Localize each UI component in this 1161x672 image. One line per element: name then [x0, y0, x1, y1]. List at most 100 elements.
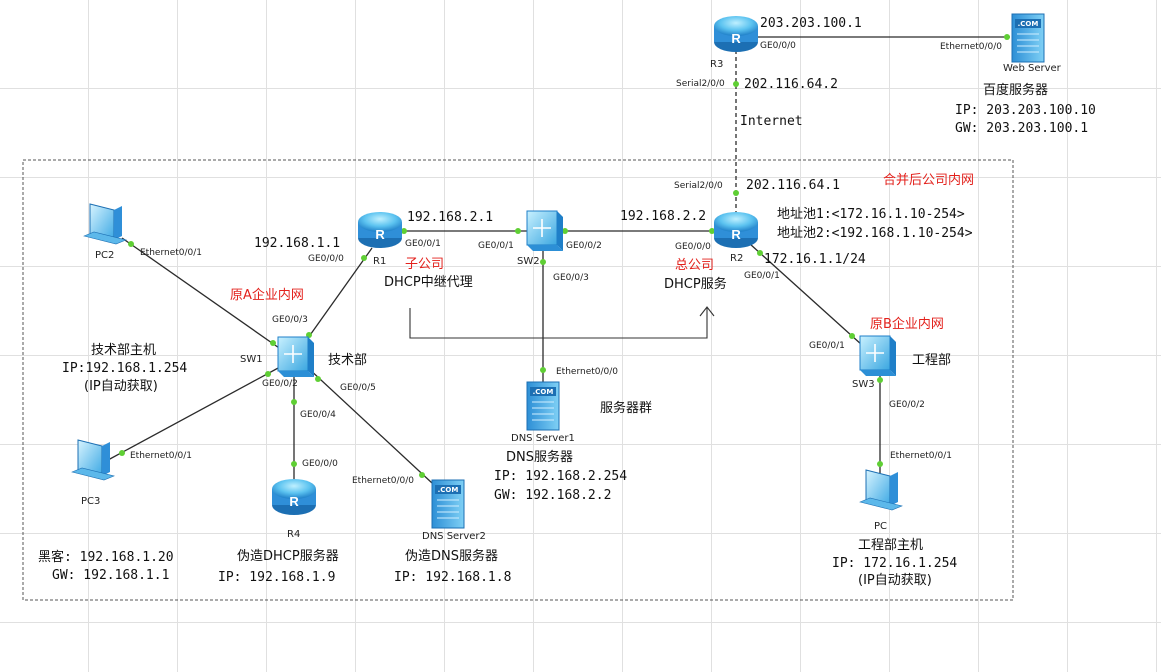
- switch-sw2-icon[interactable]: [526, 210, 563, 251]
- r2-serial-ip: 202.116.64.1: [746, 178, 840, 193]
- sw2-name: SW2: [517, 256, 540, 267]
- sw2-ge01-port: GE0/0/1: [478, 241, 514, 251]
- r3-ge-port: GE0/0/0: [760, 41, 796, 51]
- r1-ge00-port: GE0/0/0: [308, 254, 344, 264]
- r4-name: R4: [287, 529, 301, 540]
- server-badge-web: .COM: [1018, 20, 1039, 28]
- tech-host-auto: (IP自动获取): [84, 379, 158, 394]
- baidu-server-ip: IP: 203.203.100.10: [955, 103, 1096, 118]
- dns-server2-name: DNS Server2: [422, 531, 486, 542]
- r2-ge00-port: GE0/0/0: [675, 242, 711, 252]
- r3-serial-port: Serial2/0/0: [676, 79, 725, 89]
- link-r2-sw3: [749, 243, 863, 346]
- router-r2-icon[interactable]: R: [714, 212, 758, 248]
- dhcp-pool2: 地址池2:<192.168.1.10-254>: [777, 226, 973, 241]
- net-b-label: 原B企业内网: [870, 317, 944, 332]
- switch-sw1-icon[interactable]: [277, 336, 314, 377]
- web-eth-port: Ethernet0/0/0: [940, 42, 1003, 52]
- svg-text:R: R: [731, 227, 741, 242]
- switch-sw3-icon[interactable]: [859, 335, 896, 376]
- pc3-eth-port: Ethernet0/0/1: [130, 451, 193, 461]
- merged-intranet-boundary: [22, 159, 1014, 601]
- links: [107, 36, 1010, 484]
- r1-right-ip: 192.168.2.1: [407, 210, 494, 225]
- pc-icon[interactable]: [859, 469, 903, 511]
- r1-ge01-port: GE0/0/1: [405, 239, 441, 249]
- dns1-eth-port: Ethernet0/0/0: [556, 367, 619, 377]
- pc2-eth-port: Ethernet0/0/1: [140, 248, 203, 258]
- baidu-server-gw: GW: 203.203.100.1: [955, 121, 1089, 136]
- fake-dhcp-title: 伪造DHCP服务器: [237, 549, 339, 564]
- web-server-icon[interactable]: .COM: [1011, 13, 1045, 63]
- r3-ip: 203.203.100.1: [760, 16, 862, 31]
- dns-server-ip: IP: 192.168.2.254: [494, 469, 628, 484]
- server-badge-dns1: .COM: [533, 388, 554, 396]
- sw3-ge01-port: GE0/0/1: [809, 341, 845, 351]
- sw2-ge03-port: GE0/0/3: [553, 273, 589, 283]
- baidu-server-title: 百度服务器: [983, 83, 1049, 98]
- pc2-name: PC2: [95, 250, 115, 261]
- hacker-gw: GW: 192.168.1.1: [52, 568, 170, 583]
- tech-dept-label: 技术部: [328, 353, 368, 368]
- tech-host-title: 技术部主机: [91, 343, 157, 358]
- sw1-name: SW1: [240, 354, 263, 365]
- hq-label: 总公司: [675, 258, 715, 273]
- dhcp-relay-label: DHCP中继代理: [384, 275, 473, 290]
- link-r1-sw1: [302, 247, 373, 346]
- dns-server1-icon[interactable]: .COM: [526, 381, 560, 431]
- router-r4-icon[interactable]: R: [272, 479, 316, 515]
- eng-host-auto: (IP自动获取): [858, 573, 932, 588]
- dns-server2-icon[interactable]: .COM: [431, 479, 465, 529]
- dns2-eth-port: Ethernet0/0/0: [352, 476, 415, 486]
- eng-host-ip: IP: 172.16.1.254: [832, 556, 958, 571]
- dhcp-service-label: DHCP服务: [664, 277, 727, 292]
- r4-ge00-port: GE0/0/0: [302, 459, 338, 469]
- r2-serial-port: Serial2/0/0: [674, 181, 723, 191]
- subsidiary-label: 子公司: [405, 257, 445, 272]
- sw2-ge02-port: GE0/0/2: [566, 241, 602, 251]
- sw1-ge04-port: GE0/0/4: [300, 410, 336, 420]
- r2-name: R2: [730, 253, 744, 264]
- r3-name: R3: [710, 59, 724, 70]
- r2-ge01-port: GE0/0/1: [744, 271, 780, 281]
- dns-server-title: DNS服务器: [506, 450, 573, 465]
- router-r1-icon[interactable]: R: [358, 212, 402, 248]
- net-a-label: 原A企业内网: [230, 288, 304, 303]
- dhcp-relay-arrow: [409, 306, 715, 339]
- pc3-name: PC3: [81, 496, 101, 507]
- pc3-icon[interactable]: [71, 439, 115, 481]
- r3-serial-ip: 202.116.64.2: [744, 77, 838, 92]
- hacker-ip: 黑客: 192.168.1.20: [38, 550, 174, 565]
- link-sw1-dns2: [306, 366, 433, 484]
- pc2-icon[interactable]: [83, 203, 127, 245]
- sw1-ge02-port: GE0/0/2: [262, 379, 298, 389]
- port-dots: [119, 34, 1010, 478]
- r2-lan-ip: 172.16.1.1/24: [764, 252, 866, 267]
- eng-dept-label: 工程部: [912, 353, 952, 368]
- pc-name: PC: [874, 521, 888, 532]
- dhcp-pool1: 地址池1:<172.16.1.10-254>: [777, 207, 965, 222]
- fake-dhcp-ip: IP: 192.168.1.9: [218, 570, 336, 585]
- eng-host-title: 工程部主机: [858, 538, 924, 553]
- tech-host-ip: IP:192.168.1.254: [62, 361, 188, 376]
- fake-dns-ip: IP: 192.168.1.8: [394, 570, 512, 585]
- fake-dns-title: 伪造DNS服务器: [405, 549, 498, 564]
- internet-label: Internet: [740, 114, 803, 129]
- link-sw1-pc3: [107, 366, 281, 461]
- server-group-label: 服务器群: [600, 401, 653, 416]
- r1-name: R1: [373, 256, 387, 267]
- dns-server1-name: DNS Server1: [511, 433, 575, 444]
- dns-server-gw: GW: 192.168.2.2: [494, 488, 612, 503]
- sw3-name: SW3: [852, 379, 875, 390]
- svg-text:R: R: [731, 31, 741, 46]
- r1-left-ip: 192.168.1.1: [254, 236, 341, 251]
- link-pc2-sw1: [121, 237, 283, 351]
- sw3-ge02-port: GE0/0/2: [889, 400, 925, 410]
- sw1-ge05-port: GE0/0/5: [340, 383, 376, 393]
- router-r3-icon[interactable]: R: [714, 16, 758, 52]
- sw1-ge03-port: GE0/0/3: [272, 315, 308, 325]
- svg-text:R: R: [289, 494, 299, 509]
- web-server-name: Web Server: [1003, 63, 1061, 74]
- r2-left-ip: 192.168.2.2: [620, 209, 707, 224]
